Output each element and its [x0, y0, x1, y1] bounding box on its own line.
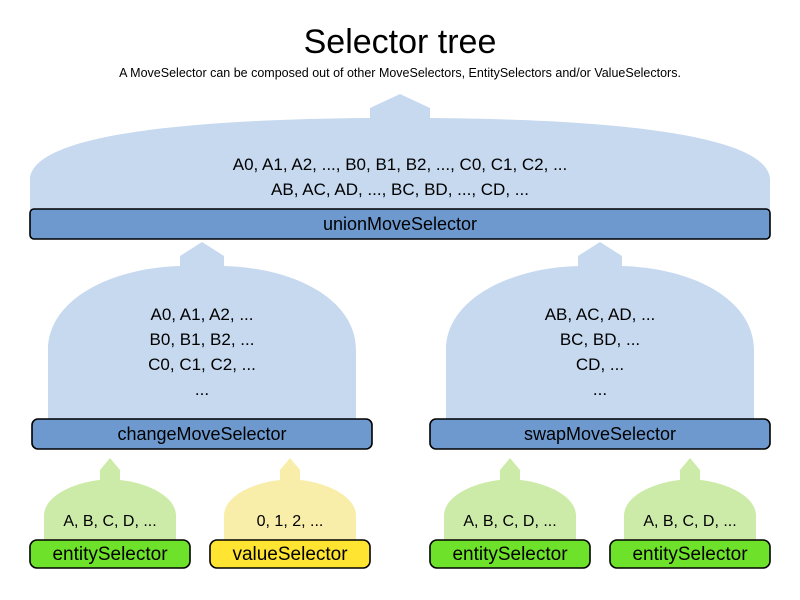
swap-move-selector-label[interactable]: swapMoveSelector	[523, 424, 677, 444]
union-move-selector-bar	[29, 208, 771, 240]
leaf-change-value-body	[224, 458, 356, 543]
leaf-swap-entity-right-bar	[609, 539, 771, 569]
change-move-selector-label[interactable]: changeMoveSelector	[117, 424, 287, 444]
leaf-swap-entity-left-body	[444, 458, 576, 543]
leaf-swap-entity-left-bar	[429, 539, 591, 569]
union-move-selector-body	[30, 94, 770, 212]
leaf-swap-entity-right-label[interactable]: entitySelector	[632, 544, 748, 565]
leaf-change-value-label[interactable]: valueSelector	[232, 544, 348, 565]
page-title: Selector tree	[303, 23, 497, 61]
leaf-swap-entity-right-body	[624, 458, 756, 543]
change-move-selector-body	[48, 242, 356, 422]
leaf-change-entity-label[interactable]: entitySelector	[52, 544, 168, 565]
leaf-change-entity-bar	[29, 539, 191, 569]
page-subtitle: A MoveSelector can be composed out of ot…	[119, 66, 681, 80]
swap-move-selector-body	[446, 242, 754, 422]
diagram-header: Selector tree A MoveSelector can be comp…	[0, 22, 800, 82]
union-move-selector-label[interactable]: unionMoveSelector	[322, 214, 478, 234]
leaf-change-entity-body	[44, 458, 176, 543]
leaf-change-value-bar	[209, 539, 371, 569]
change-move-selector-bar	[31, 418, 373, 450]
swap-move-selector-bar	[429, 418, 771, 450]
leaf-swap-entity-left-label[interactable]: entitySelector	[452, 544, 568, 565]
